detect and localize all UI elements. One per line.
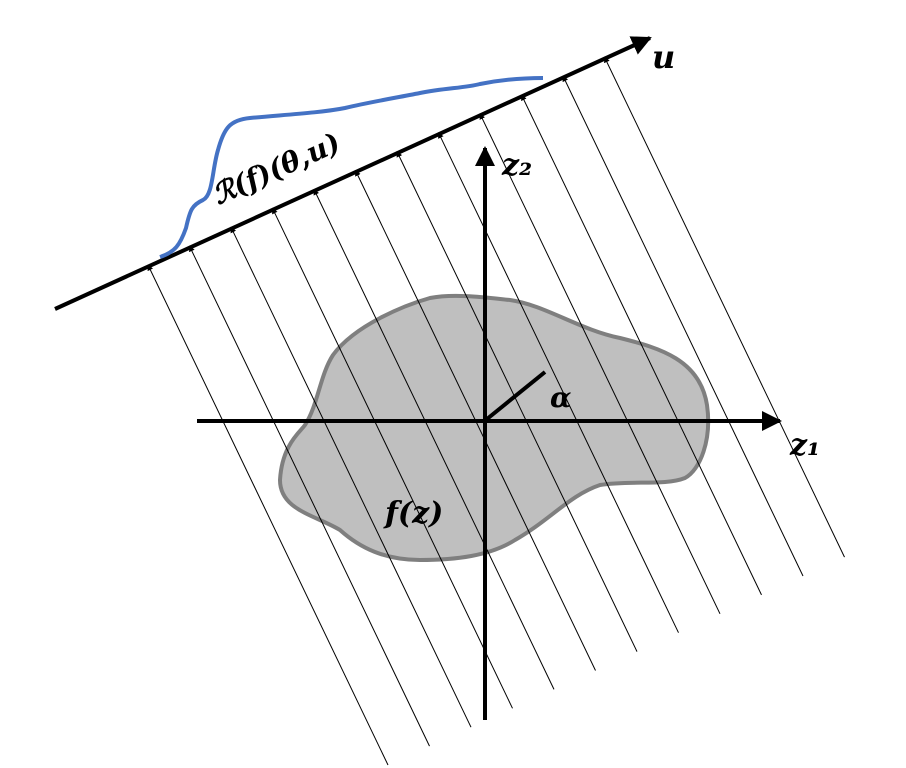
projection-ray: [521, 94, 762, 596]
z1-axis-label: z₁: [789, 428, 820, 463]
function-region: [277, 293, 711, 563]
angle-label: α: [550, 381, 572, 414]
z2-axis-label: z₂: [501, 148, 532, 183]
projection-label: ℛ(f)(θ,u): [207, 126, 345, 212]
projection-ray: [272, 207, 513, 709]
projection-ray: [604, 56, 845, 558]
projection-ray: [313, 188, 555, 690]
projection-ray: [147, 264, 389, 766]
function-label: f(z): [383, 496, 443, 531]
projection-ray: [562, 75, 804, 577]
projection-curve: [159, 76, 544, 259]
projection-ray: [438, 132, 679, 633]
u-axis-label: u: [652, 38, 675, 76]
projection-ray: [189, 245, 430, 747]
u-axis-line: [54, 36, 652, 311]
projection-ray: [230, 226, 472, 728]
angle-indicator-line: [485, 370, 547, 421]
projection-ray: [396, 151, 638, 652]
projection-ray: [479, 113, 721, 615]
